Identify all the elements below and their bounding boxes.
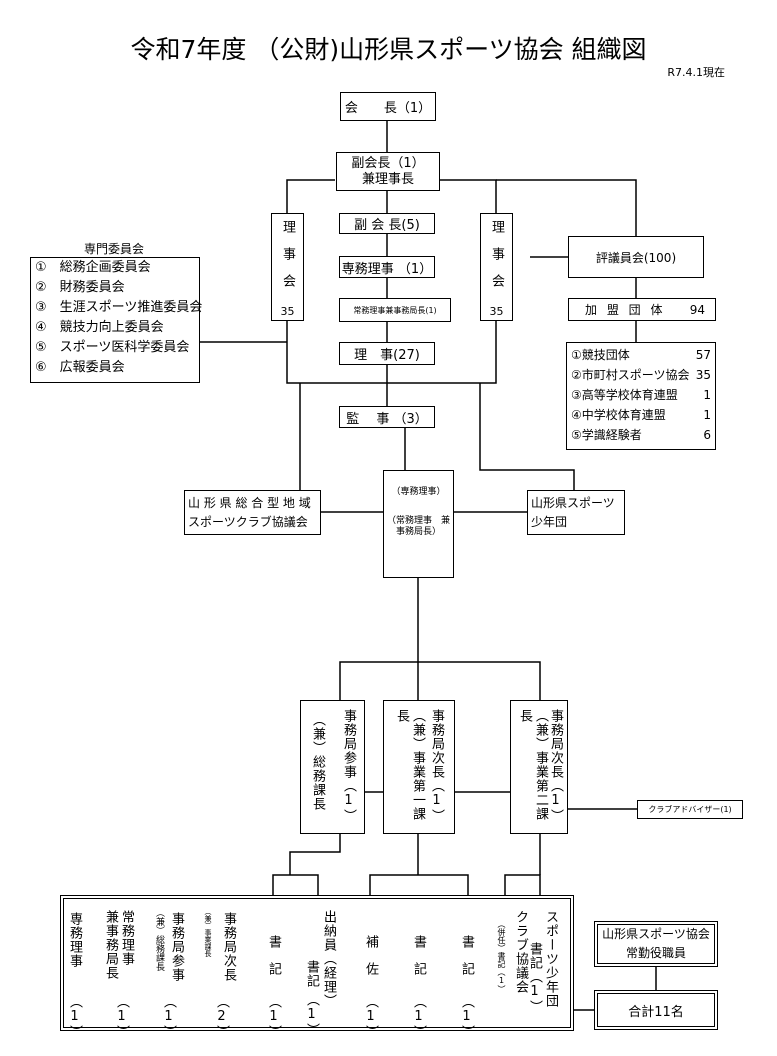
rijikai-right-box: 理事会 35 xyxy=(480,213,513,321)
jicho1-col2: （兼）事業第一課長 xyxy=(394,709,425,821)
staff-shoki-1: 書記 xyxy=(266,935,281,989)
staff-jomu: 常務理事 xyxy=(119,910,134,966)
staff-sanji: 事務局参事 xyxy=(169,912,184,982)
sanji-col1: 事務局参事（1） xyxy=(341,709,356,823)
rijikai-left-label: 理事会 xyxy=(280,220,295,301)
joukin-box: 山形県スポーツ協会 常勤役職員 xyxy=(594,921,718,967)
rijikai-right-label: 理事会 xyxy=(489,220,504,301)
kamei-dantai-box: 加 盟 団 体 94 xyxy=(568,298,716,321)
senmon-heading: 専門委員会 xyxy=(84,242,145,256)
staff-shoki-3: 書記 xyxy=(411,935,426,989)
jicho2-box: 事務局次長（1） （兼）事業第二課長 xyxy=(510,700,568,834)
senmu-riji-box: 専務理事 （1） xyxy=(339,256,435,278)
shonendan-line1: 山形県スポーツ xyxy=(531,495,615,510)
staff-jomu-sub: 兼事務局長 xyxy=(103,910,118,980)
staff-hosa-count: （1） xyxy=(363,995,378,1039)
total-box: 合計11名 xyxy=(594,990,718,1030)
staff-jomu-count: （1） xyxy=(114,995,129,1039)
sogo-club-line1: 山 形 県 総 合 型 地 域 xyxy=(188,495,311,510)
fukukaicho-box: 副会長（1） 兼理事長 xyxy=(336,152,440,191)
kamei-label: 加 盟 団 体 xyxy=(585,303,666,317)
center-line3: 事務局長） xyxy=(395,527,441,537)
rijikai-left-box: 理事会 35 xyxy=(271,213,304,321)
kaicho-box: 会 長（1） xyxy=(340,92,436,121)
fukukaicho-line2: 兼理事長 xyxy=(361,171,414,187)
senmon-item: ③ 生涯スポーツ推進委員会 xyxy=(35,300,203,315)
staff-hosa: 補佐 xyxy=(363,935,378,989)
jicho2-col2: （兼）事業第二課長 xyxy=(517,709,548,821)
staff-shoki-1-count: （1） xyxy=(266,995,281,1039)
senmon-item: ⑥ 広報委員会 xyxy=(35,360,125,375)
staff-shoki-4-count: （1） xyxy=(459,995,474,1039)
joukin-line2: 常勤役職員 xyxy=(625,946,686,960)
riji-27-box: 理 事(27) xyxy=(339,342,435,365)
hyogiinkai-box: 評議員会(100) xyxy=(568,236,704,278)
staff-club-kyogikai: クラブ協議会 xyxy=(513,910,528,994)
rijikai-left-count: 35 xyxy=(280,305,295,318)
sanji-box: 事務局参事（1） （兼）総務課長 xyxy=(300,700,365,834)
staff-senmu-count: （1） xyxy=(67,995,82,1039)
staff-senmu: 専務理事 xyxy=(67,912,82,968)
sogo-club-box: 山 形 県 総 合 型 地 域 スポーツクラブ協議会 xyxy=(184,490,321,535)
staff-suitoin: 出納員（経理） xyxy=(321,910,336,1008)
center-line2: （常務理事 兼 xyxy=(386,516,450,526)
staff-jicho-count: （2） xyxy=(214,995,229,1039)
kanji-box: 監 事 （3） xyxy=(339,406,435,428)
rijikai-right-count: 35 xyxy=(489,305,504,318)
senmon-list-box: ① 総務企画委員会 ② 財務委員会 ③ 生涯スポーツ推進委員会 ④ 競技力向上委… xyxy=(30,257,203,383)
staff-shoki-2-count: （1） xyxy=(304,993,319,1037)
senmon-item: ② 財務委員会 xyxy=(35,280,125,295)
senmon-item: ① 総務企画委員会 xyxy=(35,260,151,275)
center-secretariat-box: （専務理事） （常務理事 兼 事務局長） xyxy=(383,470,454,578)
staff-box xyxy=(60,895,574,1031)
jomu-riji-box: 常務理事兼事務局長(1) xyxy=(339,298,451,322)
staff-shonendan-sub: 書記（1） xyxy=(527,942,542,1014)
as-of-date: R7.4.1現在 xyxy=(667,66,725,79)
fuku-kaicho-5-box: 副 会 長(5) xyxy=(339,213,435,234)
jicho1-col1: 事務局次長（1） xyxy=(429,709,444,823)
senmon-item: ④ 競技力向上委員会 xyxy=(35,320,164,335)
sanji-col2: （兼）総務課長 xyxy=(310,713,325,811)
joukin-line1: 山形県スポーツ協会 xyxy=(602,927,710,941)
club-adviser-box: クラブアドバイザー(1) xyxy=(637,800,743,819)
staff-shoki-3-count: （1） xyxy=(411,995,426,1039)
center-line1: （専務理事） xyxy=(391,487,446,497)
staff-jicho: 事務局次長 xyxy=(221,912,236,982)
staff-club-small: （併任）書記（1） xyxy=(497,920,506,993)
staff-sanji-count: （1） xyxy=(161,995,176,1039)
jicho2-col1: 事務局次長（1） xyxy=(548,709,563,823)
staff-shoki-2: 書記 xyxy=(304,960,319,988)
sogo-club-line2: スポーツクラブ協議会 xyxy=(188,514,308,529)
jicho1-box: 事務局次長（1） （兼）事業第一課長 xyxy=(383,700,455,834)
shonendan-box: 山形県スポーツ 少年団 xyxy=(527,490,625,535)
fukukaicho-line1: 副会長（1） xyxy=(351,155,425,171)
shonendan-line2: 少年団 xyxy=(531,514,568,529)
kamei-count: 94 xyxy=(689,302,705,317)
page-title: 令和7年度 （公財)山形県スポーツ協会 組織図 xyxy=(130,35,647,64)
staff-shonendan: スポーツ少年団 xyxy=(543,910,558,1008)
staff-jicho-small: （兼）事業課長 xyxy=(204,908,212,957)
staff-sanji-small: （兼）総務課長 xyxy=(154,908,164,971)
staff-shoki-4: 書記 xyxy=(459,935,474,989)
senmon-item: ⑤ スポーツ医科学委員会 xyxy=(35,340,190,355)
